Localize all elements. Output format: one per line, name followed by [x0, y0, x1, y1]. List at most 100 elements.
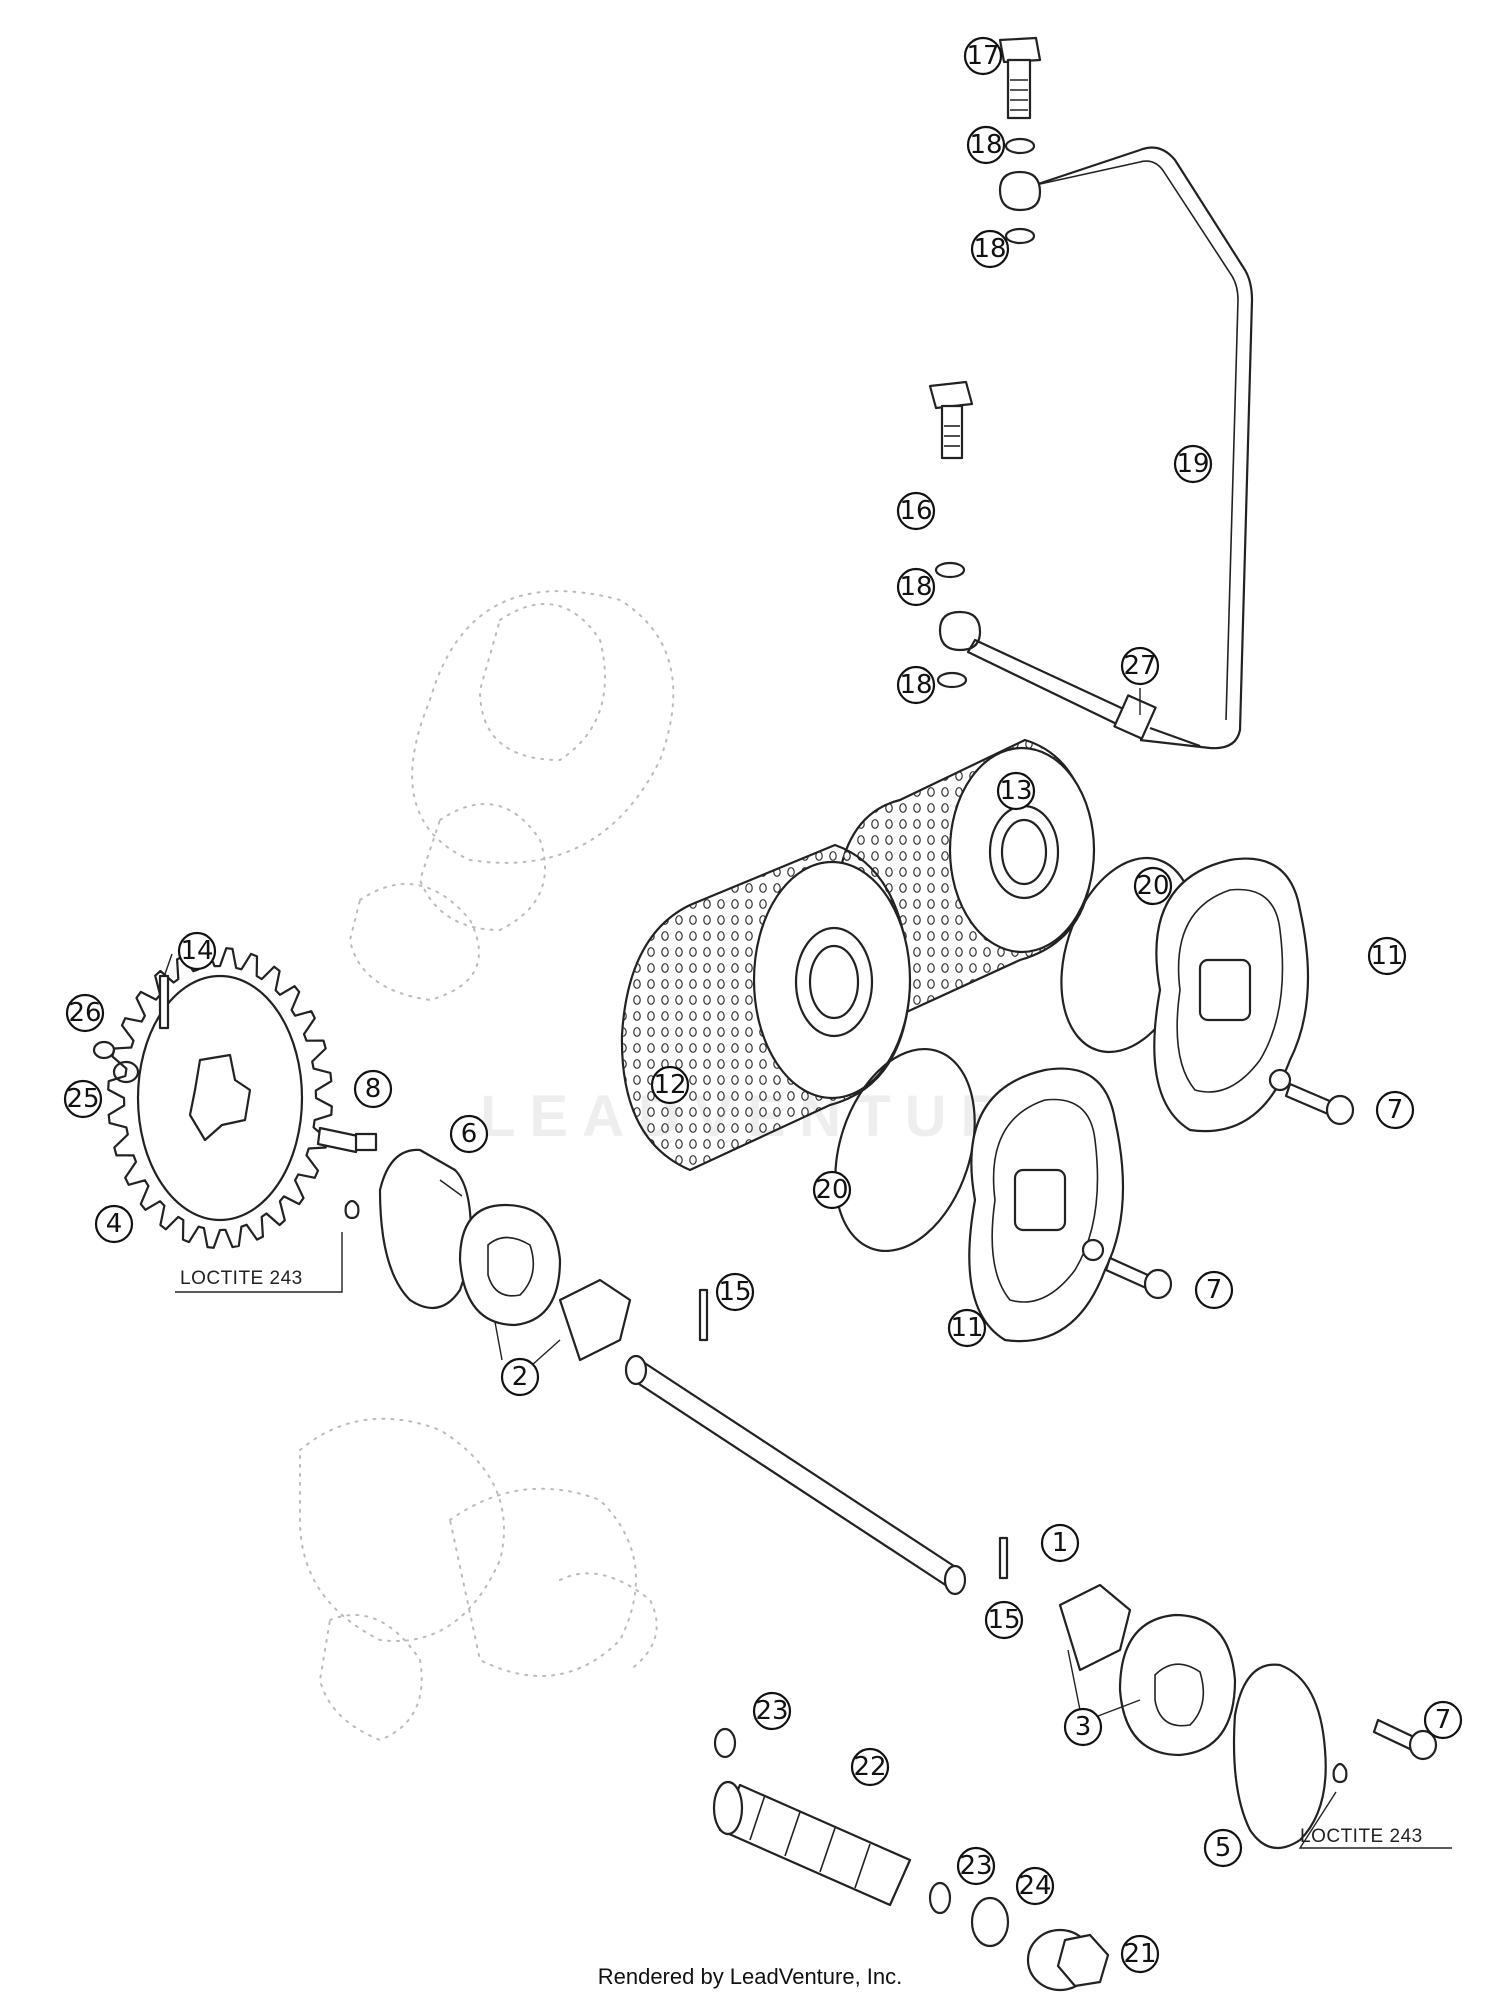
svg-text:18: 18 — [899, 670, 932, 700]
callout-14: 14 — [177, 931, 217, 971]
pump-rotor-right — [1058, 1583, 1237, 1757]
callout-7-c: 7 — [1423, 1700, 1463, 1740]
svg-text:15: 15 — [987, 1605, 1020, 1635]
loctite-note-right: LOCTITE 243 — [1300, 1826, 1423, 1847]
oil-pump-gear — [107, 947, 333, 1249]
pump-plate-left — [378, 1148, 473, 1310]
svg-text:4: 4 — [106, 1209, 123, 1239]
svg-text:23: 23 — [755, 1696, 788, 1726]
svg-text:16: 16 — [899, 496, 932, 526]
callout-18-a: 18 — [966, 125, 1006, 165]
svg-text:22: 22 — [853, 1752, 886, 1782]
svg-text:24: 24 — [1018, 1871, 1051, 1901]
svg-text:18: 18 — [899, 572, 932, 602]
banjo-bolt-upper — [998, 36, 1042, 120]
filter-cover-upper — [1153, 857, 1310, 1133]
loctite-drop-right — [1332, 1762, 1348, 1784]
screw-gear — [316, 1126, 378, 1220]
washer-upper-1 — [1004, 137, 1036, 155]
washer-lower-1 — [934, 561, 966, 579]
callout-22: 22 — [850, 1747, 890, 1787]
o-ring-lower — [834, 1047, 976, 1253]
pin-upper — [698, 1288, 709, 1342]
screw-lower — [1372, 1718, 1438, 1761]
callout-27: 27 — [1120, 646, 1160, 686]
svg-text:23: 23 — [959, 1851, 992, 1881]
callout-18-b: 18 — [970, 229, 1010, 269]
svg-text:14: 14 — [180, 936, 213, 966]
svg-text:3: 3 — [1075, 1712, 1092, 1742]
callout-15-a: 15 — [715, 1272, 755, 1312]
svg-text:20: 20 — [1136, 871, 1169, 901]
washer-lower-2 — [936, 671, 968, 689]
o-ring-strainer-1 — [713, 1727, 737, 1759]
svg-text:20: 20 — [815, 1175, 848, 1205]
callout-11-a: 11 — [1367, 936, 1407, 976]
retaining-clip — [112, 1060, 140, 1084]
svg-text:15: 15 — [718, 1277, 751, 1307]
svg-text:21: 21 — [1123, 1939, 1156, 1969]
callout-11-b: 11 — [947, 1308, 987, 1348]
svg-text:1: 1 — [1052, 1528, 1069, 1558]
callout-16: 16 — [896, 491, 936, 531]
loctite-note-left: LOCTITE 243 — [180, 1268, 303, 1289]
svg-text:5: 5 — [1215, 1833, 1232, 1863]
svg-text:8: 8 — [365, 1074, 382, 1104]
leader-lines — [164, 688, 1452, 1849]
svg-text:19: 19 — [1176, 449, 1209, 479]
callout-7-a: 7 — [1375, 1090, 1415, 1130]
banjo-bolt-lower — [928, 380, 974, 460]
pin — [158, 974, 170, 1030]
svg-text:18: 18 — [969, 130, 1002, 160]
callout-23-a: 23 — [752, 1691, 792, 1731]
o-ring-strainer-2 — [928, 1881, 952, 1915]
washer-upper-2 — [1004, 227, 1036, 245]
circlip — [92, 1040, 116, 1060]
oil-strainer — [712, 1780, 912, 1907]
pump-rotor-left — [458, 1203, 632, 1362]
callout-12: 12 — [650, 1065, 690, 1105]
callout-3: 3 — [1063, 1707, 1103, 1747]
o-ring-plug — [970, 1896, 1010, 1948]
callout-13: 13 — [996, 771, 1036, 811]
callout-6: 6 — [449, 1114, 489, 1154]
callout-1: 1 — [1040, 1523, 1080, 1563]
callout-25: 25 — [63, 1079, 103, 1119]
svg-text:25: 25 — [66, 1084, 99, 1114]
pump-plate-right — [1232, 1663, 1327, 1850]
callout-2: 2 — [500, 1357, 540, 1397]
engine-casing-outline — [299, 590, 675, 1742]
svg-text:11: 11 — [950, 1313, 983, 1343]
pin-lower — [998, 1536, 1009, 1580]
svg-text:7: 7 — [1387, 1095, 1404, 1125]
oil-filter-lower — [620, 843, 912, 1172]
callout-26: 26 — [65, 993, 105, 1033]
drain-plug — [1026, 1928, 1110, 1992]
callout-15-b: 15 — [984, 1600, 1024, 1640]
pump-shaft — [624, 1354, 967, 1596]
svg-text:26: 26 — [68, 998, 101, 1028]
callout-24: 24 — [1015, 1866, 1055, 1906]
svg-text:12: 12 — [653, 1070, 686, 1100]
screw-middle — [1104, 1256, 1173, 1300]
callout-4: 4 — [94, 1204, 134, 1244]
svg-text:18: 18 — [973, 234, 1006, 264]
svg-text:17: 17 — [966, 41, 999, 71]
filter-cover-lower — [968, 1067, 1125, 1343]
callout-23-b: 23 — [956, 1846, 996, 1886]
oil-line-pipe — [938, 146, 1254, 750]
screw-upper — [1284, 1082, 1355, 1126]
svg-text:2: 2 — [512, 1362, 529, 1392]
callout-17: 17 — [963, 36, 1003, 76]
callout-21: 21 — [1120, 1934, 1160, 1974]
callout-18-c: 18 — [896, 567, 936, 607]
svg-text:7: 7 — [1206, 1275, 1223, 1305]
svg-text:11: 11 — [1370, 941, 1403, 971]
footer-credit: Rendered by LeadVenture, Inc. — [598, 1964, 903, 1989]
callout-8: 8 — [353, 1069, 393, 1109]
svg-text:13: 13 — [999, 776, 1032, 806]
svg-text:7: 7 — [1435, 1705, 1452, 1735]
callout-20-a: 20 — [1133, 866, 1173, 906]
callout-19: 19 — [1173, 444, 1213, 484]
